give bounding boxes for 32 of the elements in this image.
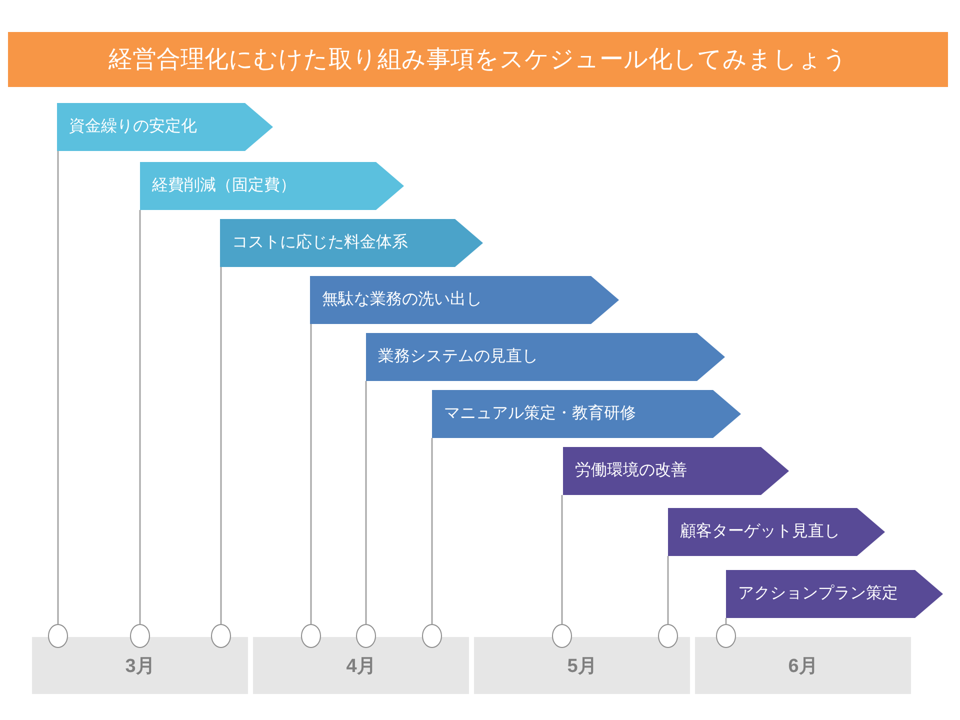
connector-line (725, 618, 727, 624)
connector-line (220, 267, 222, 624)
task-bar: 顧客ターゲット見直し (668, 508, 885, 556)
month-band: 5月 (474, 637, 690, 694)
connector-line (57, 151, 59, 624)
task-bar: マニュアル策定・教育研修 (432, 390, 741, 438)
connector-line (365, 381, 367, 624)
task-bar: コストに応じた料金体系 (220, 219, 483, 267)
timeline-marker (356, 624, 376, 648)
timeline-marker (301, 624, 321, 648)
month-band: 6月 (695, 637, 911, 694)
month-band: 3月 (32, 637, 248, 694)
task-bar: 経費削減（固定費） (140, 162, 404, 210)
task-bar: 労働環境の改善 (563, 447, 789, 495)
timeline-marker (211, 624, 231, 648)
title-banner: 経営合理化にむけた取り組み事項をスケジュール化してみましょう (8, 32, 948, 87)
timeline-marker (658, 624, 678, 648)
connector-line (139, 210, 141, 624)
timeline-marker (422, 624, 442, 648)
connector-line (561, 495, 563, 624)
task-bar: 業務システムの見直し (366, 333, 725, 381)
connector-line (431, 438, 433, 624)
timeline-marker (130, 624, 150, 648)
task-bar: 無駄な業務の洗い出し (310, 276, 619, 324)
timeline-marker (552, 624, 572, 648)
timeline-marker (48, 624, 68, 648)
month-band: 4月 (253, 637, 469, 694)
connector-line (310, 324, 312, 624)
task-bar: アクションプラン策定 (726, 570, 943, 618)
timeline-marker (716, 624, 736, 648)
task-bar: 資金繰りの安定化 (57, 103, 273, 151)
connector-line (667, 556, 669, 624)
